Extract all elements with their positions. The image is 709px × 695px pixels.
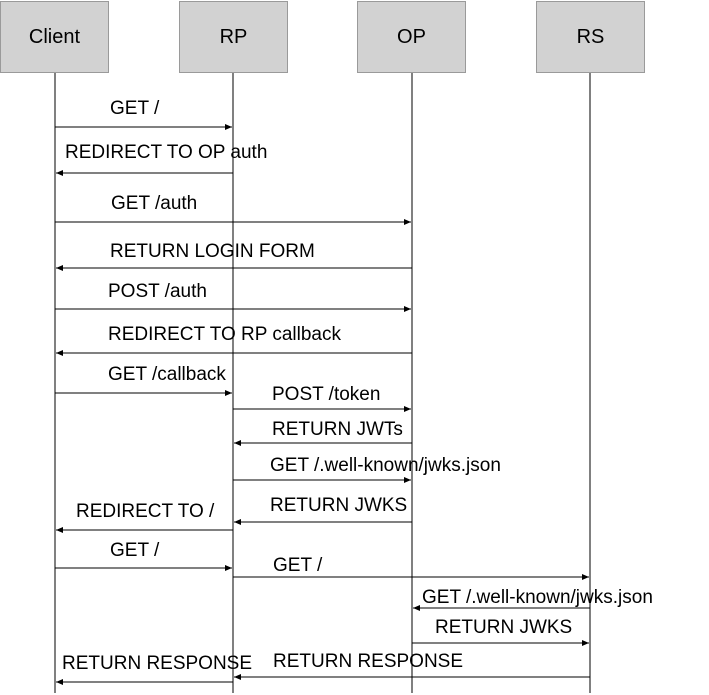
- message-label: GET /auth: [111, 193, 197, 214]
- message-label: REDIRECT TO /: [76, 501, 215, 522]
- message-label: RETURN JWKS: [435, 617, 572, 638]
- actor-rs: RS: [536, 1, 645, 73]
- message-label: GET /: [273, 555, 323, 576]
- message-label: GET /: [110, 540, 160, 561]
- message-label: RETURN JWTs: [272, 419, 403, 440]
- message-label: RETURN LOGIN FORM: [110, 241, 315, 262]
- message-label: REDIRECT TO OP auth: [65, 142, 267, 163]
- message-label: RETURN RESPONSE: [273, 651, 463, 672]
- message-label: RETURN RESPONSE: [62, 653, 252, 674]
- message-label: POST /token: [272, 384, 380, 405]
- message-label: GET /.well-known/jwks.json: [422, 587, 653, 608]
- actor-rp: RP: [179, 1, 288, 73]
- message-label: POST /auth: [108, 281, 207, 302]
- message-label: GET /: [110, 98, 160, 119]
- actor-op: OP: [357, 1, 466, 73]
- message-label: RETURN JWKS: [270, 495, 407, 516]
- message-label: GET /callback: [108, 364, 226, 385]
- message-label: REDIRECT TO RP callback: [108, 324, 342, 345]
- actor-client: Client: [0, 1, 109, 73]
- message-label: GET /.well-known/jwks.json: [270, 455, 501, 476]
